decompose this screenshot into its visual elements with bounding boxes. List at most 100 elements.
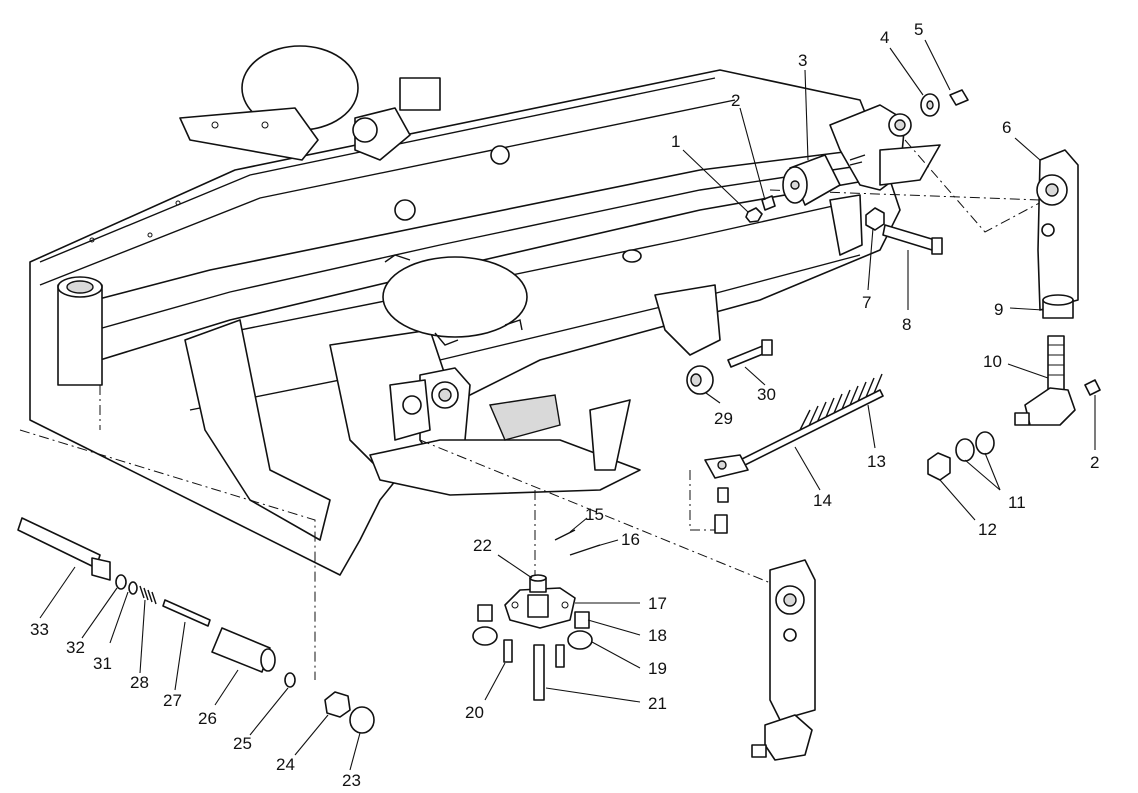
callout-26: 26: [198, 709, 217, 728]
frame-lower-rail-2: [189, 254, 861, 411]
frame-hole-3: [89, 237, 95, 243]
part-18-bushings: [477, 604, 590, 629]
part-27-rod: [162, 599, 211, 627]
round-mount-plate-tabs: [384, 254, 523, 346]
pivot-tube-hole: [66, 280, 94, 294]
part-2-fitting-b: [1084, 379, 1101, 396]
nut-12: [927, 452, 951, 481]
part-30-bolt: [727, 339, 773, 368]
cable-ferrule: [91, 557, 111, 581]
part-1-nut: [745, 207, 763, 223]
rod-sleeve: [714, 514, 728, 534]
bushing-18a: [477, 604, 493, 622]
lower-link-eye-2: [783, 628, 797, 642]
callout-8: 8: [902, 315, 911, 334]
spring-28: [139, 585, 157, 605]
front-pivot-hole: [438, 388, 452, 402]
callout-30: 30: [757, 385, 776, 404]
part-16-cotter-pin: [569, 544, 601, 556]
part-13-spring: [799, 373, 883, 431]
right-wing-plate: [879, 144, 941, 186]
lower-mount-plate: [369, 439, 641, 496]
callout-25: 25: [233, 734, 252, 753]
part-12-nut: [927, 452, 951, 481]
callout-33: 33: [30, 620, 49, 639]
centerline-lower-link: [419, 439, 801, 596]
part-15-cotter-pin: [554, 529, 576, 541]
part-21-pin: [533, 644, 545, 701]
part-23-cap: [349, 706, 375, 734]
arm-upper-hole: [1045, 183, 1059, 197]
part-8-bolt: [882, 224, 943, 255]
rod-shaft: [729, 389, 884, 472]
callout-9: 9: [994, 300, 1003, 319]
lower-link-arm: [751, 559, 816, 761]
frame-side-member: [184, 319, 331, 541]
callout-12: 12: [978, 520, 997, 539]
washer-25: [284, 672, 296, 688]
part-11-washers: [955, 431, 995, 462]
cap-23: [349, 706, 375, 734]
callout-7: 7: [862, 293, 871, 312]
centerline-arm-link: [904, 139, 1046, 233]
hanging-plate: [654, 284, 721, 356]
callout-27: 27: [163, 691, 182, 710]
ball-joint-pin: [1014, 412, 1030, 426]
callout-3: 3: [798, 51, 807, 70]
nut-7: [865, 207, 885, 231]
cotter-pin-15: [554, 529, 576, 541]
callout-11: 11: [1008, 493, 1026, 512]
frame-hole-2: [147, 232, 153, 238]
part-24-nut: [324, 691, 351, 718]
pivot-plate-hole-2: [561, 601, 569, 609]
part-22-bushing: [529, 574, 547, 593]
pivot-tube: [57, 284, 103, 386]
callout-14: 14: [813, 491, 832, 510]
ball-joint-housing: [1024, 387, 1076, 426]
rear-bracket-hole-2: [261, 121, 269, 129]
rear-block: [399, 77, 441, 111]
callout-19: 19: [648, 659, 667, 678]
washer-31: [128, 581, 138, 595]
bolt-8-head: [931, 237, 943, 255]
callout-6: 6: [1002, 118, 1011, 137]
part-3-cylinder: [782, 154, 866, 206]
round-mount-plate: [382, 256, 528, 338]
centerline-spring: [689, 470, 720, 531]
lower-link-pin: [751, 744, 767, 758]
rod-pin: [717, 487, 729, 503]
callout-18: 18: [648, 626, 667, 645]
callout-10: 10: [983, 352, 1002, 371]
rod-eye-hole: [717, 460, 727, 470]
callout-2: 2: [731, 91, 740, 110]
callout-32: 32: [66, 638, 85, 657]
pivot-plate-hole-1: [511, 601, 519, 609]
nut-hex: [745, 207, 763, 223]
callout-31: 31: [93, 654, 112, 673]
rear-bracket-hole-1: [211, 121, 219, 129]
part-10-ball-joint: [1014, 335, 1076, 426]
bolt-8-shank: [882, 224, 936, 251]
hanging-tab: [589, 399, 631, 471]
callout-labels: 1 2 3 4 5 6 7 8 9 10 2 11 12 13 14 15 16…: [30, 20, 1099, 790]
ball-joint-thread: [1048, 344, 1064, 376]
callout-13: 13: [867, 452, 886, 471]
sleeve-26: [211, 627, 271, 673]
washer-11b: [975, 431, 995, 455]
callout-28: 28: [130, 673, 149, 692]
pivot-plate-hub: [527, 594, 549, 618]
pin-20b: [555, 644, 565, 668]
rear-roller-end: [352, 117, 378, 143]
front-pivot-plate-eye: [402, 395, 422, 415]
part-29-bushing: [686, 365, 714, 395]
callout-5: 5: [914, 20, 923, 39]
bushing-18b: [574, 611, 590, 629]
spacer-19a: [472, 626, 498, 646]
part-19-spacers: [472, 626, 593, 650]
callout-24: 24: [276, 755, 295, 774]
bolt-5-head: [949, 89, 969, 106]
frame-top-rail-inner: [39, 99, 736, 286]
lower-link-hole: [783, 593, 797, 607]
